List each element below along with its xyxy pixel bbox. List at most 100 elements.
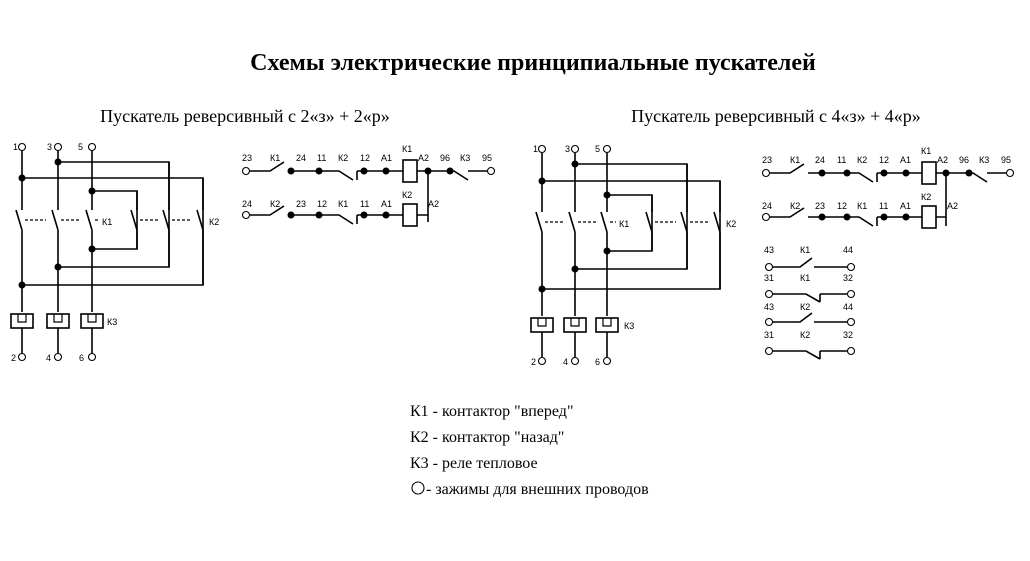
contact-label: А1 [381, 199, 392, 209]
aux-contact-row: 31 К2 32 [764, 330, 856, 360]
terminal-circle [87, 142, 97, 152]
contact-label: 96 [959, 155, 969, 165]
contact-dot [287, 211, 295, 219]
terminal-label: 1 [533, 144, 538, 154]
contact-dot [382, 211, 390, 219]
left-subtitle: Пускатель реверсивный с 2«з» + 2«р» [100, 106, 390, 126]
terminal-circle [764, 289, 774, 299]
junction-dot [54, 263, 62, 271]
terminal-label: 2 [11, 353, 16, 363]
control-wire [250, 205, 428, 225]
contact-label: К1 [270, 153, 280, 163]
k2-label: К2 [209, 217, 219, 227]
terminal-label: 3 [565, 144, 570, 154]
contact-label: 12 [879, 155, 889, 165]
aux-mid-label: К1 [800, 273, 810, 283]
contact-label: А1 [381, 153, 392, 163]
legend: К1 - контактор "вперед" К2 - контактор "… [410, 403, 649, 498]
junction-dot [54, 158, 62, 166]
thermal-element-shape [53, 314, 63, 323]
k2-contact-blade [162, 162, 170, 267]
k1-label: К1 [102, 217, 112, 227]
contact-dot [843, 169, 851, 177]
junction-dot [538, 285, 546, 293]
aux-right-label: 44 [843, 302, 853, 312]
aux-contact-nc [773, 350, 847, 360]
contact-label: А1 [900, 155, 911, 165]
aux-contact-no [773, 312, 847, 323]
inner-loop-wire [607, 194, 653, 252]
right-control-circuit-2: 24 К2 23 12 К1 11 А1 К2 А2 [761, 192, 958, 229]
contact-label: К1 [921, 146, 931, 156]
terminal-label: 4 [46, 353, 51, 363]
contact-dot [287, 167, 295, 175]
thermal-element [80, 313, 104, 329]
terminal-label: 4 [563, 357, 568, 367]
thermal-element-shape [570, 318, 580, 327]
terminal-circle [846, 317, 856, 327]
contact-label: 24 [242, 199, 252, 209]
terminal-circle [1005, 168, 1015, 178]
contact-dot [360, 211, 368, 219]
left-control-circuit-1: 23 К1 24 11 К2 12 А1 К1 А2 96 К3 95 [241, 144, 496, 183]
k2-contact-blade [680, 164, 688, 269]
terminal-circle [241, 166, 251, 176]
left-control-circuit-2: 24 К2 23 12 К1 11 А1 К2 А2 [241, 190, 439, 227]
aux-contact-no [773, 257, 847, 268]
junction-dot [603, 247, 611, 255]
contact-dot [902, 169, 910, 177]
terminal-circle [537, 144, 547, 154]
junction-dot [571, 265, 579, 273]
thermal-element-shape [537, 318, 547, 327]
junction-dot [88, 245, 96, 253]
contact-label: К1 [790, 155, 800, 165]
thermal-element-shape [87, 314, 97, 323]
contact-dot [902, 213, 910, 221]
aux-mid-label: К2 [800, 302, 810, 312]
contact-label: 11 [837, 155, 846, 165]
terminal-circle [764, 346, 774, 356]
terminal-circle [761, 212, 771, 222]
terminal-circle [846, 262, 856, 272]
terminal-circle [846, 289, 856, 299]
terminal-circle [570, 356, 580, 366]
contact-label: 12 [360, 153, 370, 163]
thermal-element [10, 313, 34, 329]
k2-coil [921, 205, 937, 229]
contact-label: 11 [360, 199, 369, 209]
contact-dot [818, 169, 826, 177]
k3-label: К3 [107, 317, 117, 327]
junction-dot [538, 177, 546, 185]
aux-contact-row: 43 К2 44 [764, 302, 856, 327]
aux-mid-label: К2 [800, 330, 810, 340]
contact-dot [965, 169, 973, 177]
inner-loop-wire [92, 190, 138, 250]
contact-label: 24 [815, 155, 825, 165]
terminal-circle [87, 352, 97, 362]
terminal-circle [764, 317, 774, 327]
contact-dot [315, 167, 323, 175]
control-wire [770, 163, 1006, 183]
outer-loop-wire [22, 177, 204, 286]
contact-label: 24 [762, 201, 772, 211]
terminal-circle [486, 166, 496, 176]
contact-label: 23 [242, 153, 252, 163]
contact-label: А1 [900, 201, 911, 211]
aux-contact-row: 31 К1 32 [764, 273, 856, 303]
aux-left-label: 43 [764, 245, 774, 255]
outer-loop-wire [542, 180, 721, 290]
contact-dot [843, 213, 851, 221]
contact-label: К1 [857, 201, 867, 211]
right-schematic: Пускатель реверсивный с 4«з» + 4«р» 1 3 … [530, 106, 1015, 367]
contact-label: К1 [338, 199, 348, 209]
control-wire [250, 161, 469, 181]
terminal-circle [53, 142, 63, 152]
k1-label: К1 [619, 219, 629, 229]
contact-label: К2 [402, 190, 412, 200]
legend-terminal: - зажимы для внешних проводов [426, 481, 649, 498]
aux-right-label: 32 [843, 273, 853, 283]
aux-right-label: 32 [843, 330, 853, 340]
contact-label: 11 [317, 153, 326, 163]
contact-dot [315, 211, 323, 219]
terminal-circle [602, 356, 612, 366]
